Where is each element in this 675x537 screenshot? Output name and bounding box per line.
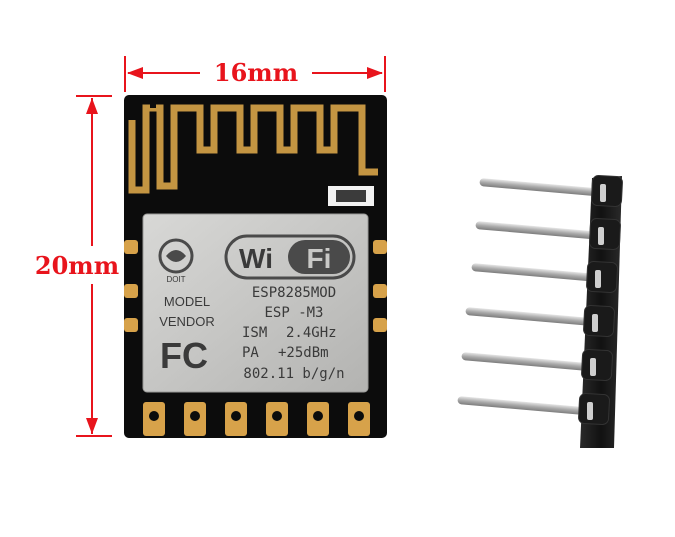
- arrow-right-icon: [367, 67, 383, 79]
- header-housing: [578, 175, 623, 448]
- doit-logo: DOIT: [158, 238, 194, 284]
- ism-label: ISM: [242, 325, 267, 341]
- pa-label: PA: [242, 345, 259, 361]
- standard-value: 802.11 b/g/n: [243, 366, 344, 382]
- height-label: 20mm: [35, 251, 119, 280]
- bottom-pads: [143, 402, 370, 436]
- height-dimension: 20mm: [35, 95, 119, 437]
- vendor-logo-text: DOIT: [166, 275, 185, 284]
- model-name: ESP8285MOD: [252, 285, 336, 301]
- fc-mark-icon: FC: [160, 335, 208, 376]
- pin-header: [457, 175, 623, 448]
- wifi-logo: Wi Fi: [224, 234, 356, 280]
- width-dimension: 16mm: [124, 56, 386, 92]
- fc-mark: FC: [160, 335, 208, 376]
- esp-m3-module: DOIT Wi Fi MODEL VENDOR FC ESP8285MOD ES…: [124, 95, 387, 438]
- arrow-down-icon: [86, 418, 98, 434]
- model-label: MODEL: [164, 294, 210, 309]
- width-label: 16mm: [214, 58, 298, 87]
- wifi-logo-wi: Wi: [239, 243, 273, 274]
- frequency-value: 2.4GHz: [286, 325, 337, 341]
- vendor-label: VENDOR: [159, 314, 215, 329]
- side-pads: [124, 240, 387, 332]
- board-name: ESP -M3: [264, 305, 323, 321]
- power-value: +25dBm: [278, 345, 329, 361]
- pcb-antenna-icon: [128, 104, 378, 194]
- wifi-logo-fi: Fi: [307, 243, 332, 274]
- arrow-left-icon: [127, 67, 143, 79]
- header-pins: [457, 178, 602, 415]
- arrow-up-icon: [86, 98, 98, 114]
